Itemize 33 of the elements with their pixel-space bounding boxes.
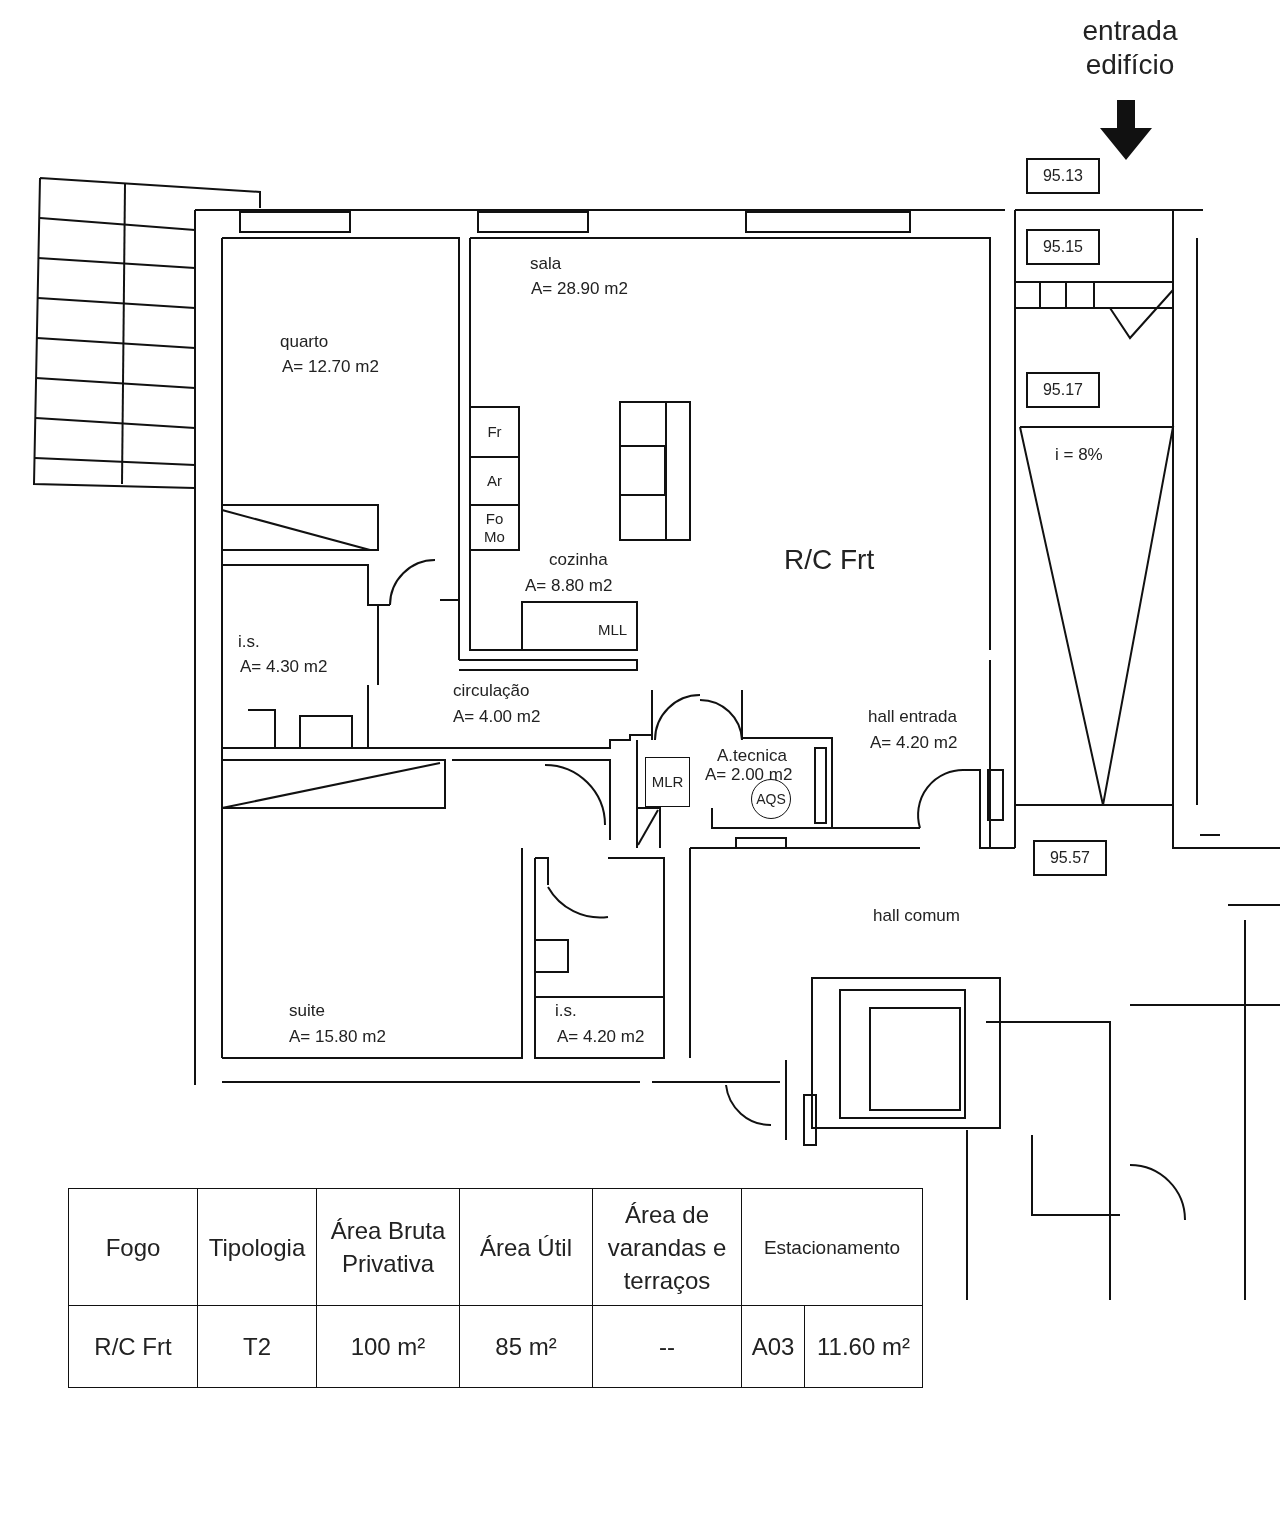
area-label: A= 4.20 m2 (557, 1026, 645, 1048)
room-label: i.s. (555, 1001, 577, 1021)
area-label: A= 15.80 m2 (289, 1026, 386, 1048)
table-cell: R/C Frt (68, 1305, 198, 1388)
room-label: i.s. (238, 632, 260, 652)
area-label: A= 28.90 m2 (531, 278, 628, 300)
room-label: hall comum (873, 906, 960, 926)
room-label: quarto (280, 332, 329, 352)
level-marker: 95.17 (1026, 372, 1100, 408)
level-marker: 95.15 (1026, 229, 1100, 265)
room-label: sala (530, 254, 562, 274)
slope-label: i = 8% (1055, 444, 1103, 466)
area-label: A= 4.30 m2 (240, 656, 328, 678)
room-label: circulação (453, 681, 530, 701)
area-label: A= 4.00 m2 (453, 706, 541, 728)
appliance-label: MLL (598, 620, 628, 640)
area-label: A= 12.70 m2 (282, 356, 379, 378)
area-label: A= 4.20 m2 (870, 732, 958, 754)
entrance-label: entrada edifício (1081, 14, 1179, 82)
area-label: A= 8.80 m2 (525, 575, 613, 597)
unit-label: R/C Frt (784, 543, 875, 577)
room-label: suite (289, 1001, 325, 1021)
appliance-slot: MLR (645, 757, 690, 807)
room-label: A.tecnica (717, 746, 787, 766)
room-label: hall entrada (868, 707, 957, 727)
water-heater-symbol: AQS (751, 779, 791, 819)
level-marker: 95.13 (1026, 158, 1100, 194)
room-label: cozinha (549, 550, 608, 570)
level-marker: 95.57 (1033, 840, 1107, 876)
appliance-slot: Ar (470, 457, 519, 505)
table-header-cell: Fogo (68, 1188, 198, 1306)
table-cell: 11.60 m² (804, 1305, 923, 1388)
table-header-cell: Estacionamento (741, 1188, 923, 1306)
